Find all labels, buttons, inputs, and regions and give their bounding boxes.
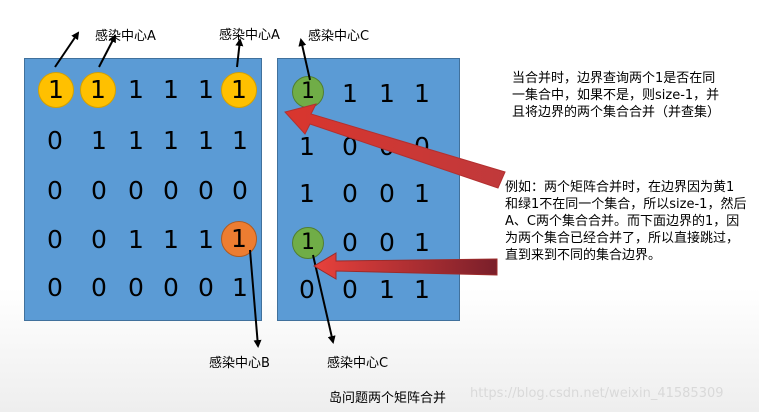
cell: 1 [232, 273, 248, 302]
label-center-b: 感染中心B [209, 356, 270, 371]
cell: 0 [128, 176, 144, 205]
cell: 1 [198, 126, 214, 155]
cell: 1 [299, 132, 315, 161]
cell: 1 [163, 126, 179, 155]
label-arrow [249, 249, 262, 348]
label-arrow [54, 31, 80, 68]
cell: 1 [414, 79, 430, 108]
cell: 1 [342, 79, 358, 108]
label-arrow [298, 38, 311, 81]
right-matrix: 1 1 1 1 1 0 0 0 1 0 0 1 1 0 0 1 0 0 1 1 [277, 58, 460, 321]
label-arrow [312, 254, 336, 344]
watermark: https://blog.csdn.net/weixin_41585309 [470, 386, 724, 401]
cell: 0 [198, 176, 214, 205]
cell: 0 [91, 176, 107, 205]
label-center-c-top: 感染中心C [308, 29, 370, 44]
cell-yellow-1: 1 [80, 72, 116, 108]
cell: 0 [91, 273, 107, 302]
cell: 0 [299, 275, 315, 304]
cell: 1 [379, 79, 395, 108]
cell: 1 [128, 126, 144, 155]
note-example: 例如：两个矩阵合并时，在边界因为黄1和绿1不在同一个集合，所以size-1，然后… [505, 180, 747, 263]
cell-green-1: 1 [292, 76, 324, 108]
label-arrow [235, 38, 244, 68]
cell: 1 [198, 75, 214, 104]
cell: 1 [91, 126, 107, 155]
cell: 1 [198, 225, 214, 254]
left-matrix: 1 1 1 1 1 1 0 1 1 1 1 1 0 0 0 0 0 0 0 0 … [24, 58, 262, 321]
label-center-a-2: 感染中心A [219, 28, 280, 43]
cell: 0 [47, 176, 63, 205]
cell: 0 [128, 273, 144, 302]
cell: 0 [232, 176, 248, 205]
cell: 0 [47, 273, 63, 302]
label-center-c-bottom: 感染中心C [327, 356, 389, 371]
note-merge-rule: 当合并时，边界查询两个1是否在同一集合中，如果不是，则size-1，并且将边界的… [512, 71, 721, 120]
cell: 0 [379, 179, 395, 208]
caption: 岛问题两个矩阵合并 [329, 391, 447, 406]
cell: 1 [299, 179, 315, 208]
cell-yellow-1: 1 [221, 72, 257, 108]
label-arrow [98, 34, 116, 68]
red-arrow-upper [284, 103, 506, 189]
cell: 1 [379, 275, 395, 304]
cell: 0 [47, 126, 63, 155]
cell-yellow-1: 1 [38, 72, 74, 108]
cell: 1 [163, 75, 179, 104]
cell: 0 [47, 225, 63, 254]
cell: 0 [198, 273, 214, 302]
cell: 0 [163, 176, 179, 205]
cell: 0 [163, 273, 179, 302]
cell-orange-1: 1 [221, 221, 257, 257]
cell-green-1: 1 [292, 227, 324, 259]
cell: 1 [163, 225, 179, 254]
cell: 0 [342, 228, 358, 257]
cell: 0 [91, 225, 107, 254]
cell: 0 [342, 275, 358, 304]
cell: 1 [128, 75, 144, 104]
cell: 1 [128, 225, 144, 254]
cell: 0 [379, 228, 395, 257]
cell: 0 [342, 179, 358, 208]
cell: 1 [414, 179, 430, 208]
label-center-a-1: 感染中心A [95, 29, 156, 44]
cell: 1 [232, 126, 248, 155]
cell: 1 [414, 228, 430, 257]
cell: 1 [414, 275, 430, 304]
red-arrow-lower [313, 252, 498, 280]
